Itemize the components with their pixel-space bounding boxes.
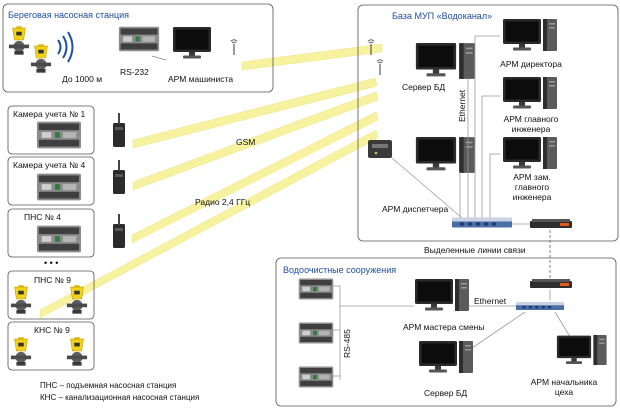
shop-head-ws-label: АРМ начальника цеха — [530, 377, 598, 397]
site-label-kns9: КНС № 9 — [34, 325, 70, 335]
plc-controller-icon — [36, 225, 82, 253]
plc-controller-icon — [36, 121, 82, 149]
gsm-label: GSM — [236, 137, 256, 147]
deputy-engineer-monitor-icon — [503, 137, 541, 169]
site-label-cam1: Камера учета № 1 — [13, 109, 86, 119]
ellipsis: • • • — [44, 258, 59, 268]
pump-icon — [8, 25, 30, 56]
shift-master-monitor-icon — [415, 279, 453, 311]
shop-head-tower-icon — [593, 334, 607, 366]
beam-cam1 — [132, 77, 378, 149]
wireless-beams — [39, 43, 383, 319]
site-box-pns9 — [7, 270, 95, 320]
site-box-cam1 — [7, 105, 95, 155]
treatment-network-lines — [330, 285, 573, 380]
treatment-db-tower-icon — [459, 341, 473, 373]
director-tower-icon — [543, 19, 557, 51]
network-switch-icon — [452, 217, 512, 228]
site-label-pns9: ПНС № 9 — [34, 275, 71, 285]
shop-head-monitor-icon — [556, 335, 592, 364]
site-label-pns4: ПНС № 4 — [24, 212, 61, 222]
coastal-station-frame — [2, 3, 274, 93]
plc-controller-icon — [298, 366, 334, 388]
water-treatment-frame — [275, 257, 617, 407]
site-box-cam4 — [7, 156, 95, 206]
beam-cam4 — [132, 91, 379, 191]
gsm-modem-icon — [113, 113, 125, 147]
treatment-db-monitor-icon — [419, 341, 457, 373]
dispatcher-tower-icon — [459, 137, 475, 173]
site-box-pns4 — [7, 208, 95, 258]
db-server-label: Сервер БД — [402, 82, 446, 92]
network-switch-icon — [516, 302, 564, 310]
pump-icon — [10, 284, 32, 315]
dedicated-lines-label: Выделенные линии связи — [424, 245, 526, 255]
dispatcher-monitor-icon — [415, 137, 457, 171]
antenna-icon — [376, 59, 384, 76]
site-box-kns9 — [7, 321, 95, 371]
radio-gateway-icon — [368, 140, 392, 158]
plc-controller-icon — [118, 26, 160, 52]
operator-ws-label: АРМ машиниста — [168, 74, 234, 84]
beam-pns4 — [131, 111, 379, 244]
operator-monitor-icon — [173, 27, 211, 59]
treatment-db-server-label: Сервер БД — [424, 388, 468, 398]
director-monitor-icon — [503, 19, 541, 51]
pump-icon — [66, 336, 88, 367]
coastal-station-title: Береговая насосная станция — [8, 10, 130, 20]
distance-label: До 1000 м — [62, 74, 103, 84]
director-ws-label: АРМ директора — [500, 59, 562, 69]
treatment-ethernet-label: Ethernet — [474, 296, 507, 306]
db-server-tower-icon — [459, 43, 475, 79]
pump-icon — [30, 43, 52, 74]
rs485-label: RS-485 — [342, 329, 352, 358]
beam-coastal — [241, 43, 383, 71]
chief-engineer-tower-icon — [543, 77, 557, 109]
radio-modem-icon — [113, 214, 125, 248]
antenna-icon — [230, 39, 238, 56]
legend: ПНС – подъемная насосная станция КНС – к… — [40, 380, 199, 404]
shift-master-tower-icon — [455, 279, 469, 311]
db-server-monitor-icon — [415, 43, 457, 77]
plc-controller-icon — [298, 322, 334, 344]
pump-icon — [10, 336, 32, 367]
base-frame — [357, 4, 619, 242]
site-label-cam4: Камера учета № 4 — [13, 160, 86, 170]
beam-pns9 — [39, 129, 379, 319]
deputy-chief-engineer-ws-label: АРМ зам. главного инженера — [512, 172, 552, 202]
base-network-lines — [391, 35, 530, 225]
gsm-modem-icon — [113, 160, 125, 194]
water-treatment-title: Водоочистные сооружения — [283, 265, 397, 275]
router-icon — [530, 219, 572, 228]
legend-item-kns: КНС – канализационная насосная станция — [40, 393, 200, 402]
radio-label: Радио 2,4 ГГц — [195, 197, 251, 207]
base-title: База МУП «Водоканал» — [392, 11, 493, 21]
chief-engineer-monitor-icon — [503, 77, 541, 109]
plc-controller-icon — [298, 278, 334, 300]
base-ethernet-label: Ethernet — [457, 89, 467, 122]
rs232-label: RS-232 — [120, 67, 149, 77]
shift-master-ws-label: АРМ мастера смены — [403, 322, 485, 332]
wifi-signal-icon — [57, 31, 74, 63]
dispatcher-ws-label: АРМ диспетчера — [382, 204, 449, 214]
plc-controller-icon — [36, 173, 82, 201]
deputy-engineer-tower-icon — [543, 137, 557, 169]
legend-item-pns: ПНС – подъемная насосная станция — [40, 381, 177, 390]
router-icon — [530, 279, 572, 288]
chief-engineer-ws-label: АРМ главного инженера — [503, 114, 559, 134]
